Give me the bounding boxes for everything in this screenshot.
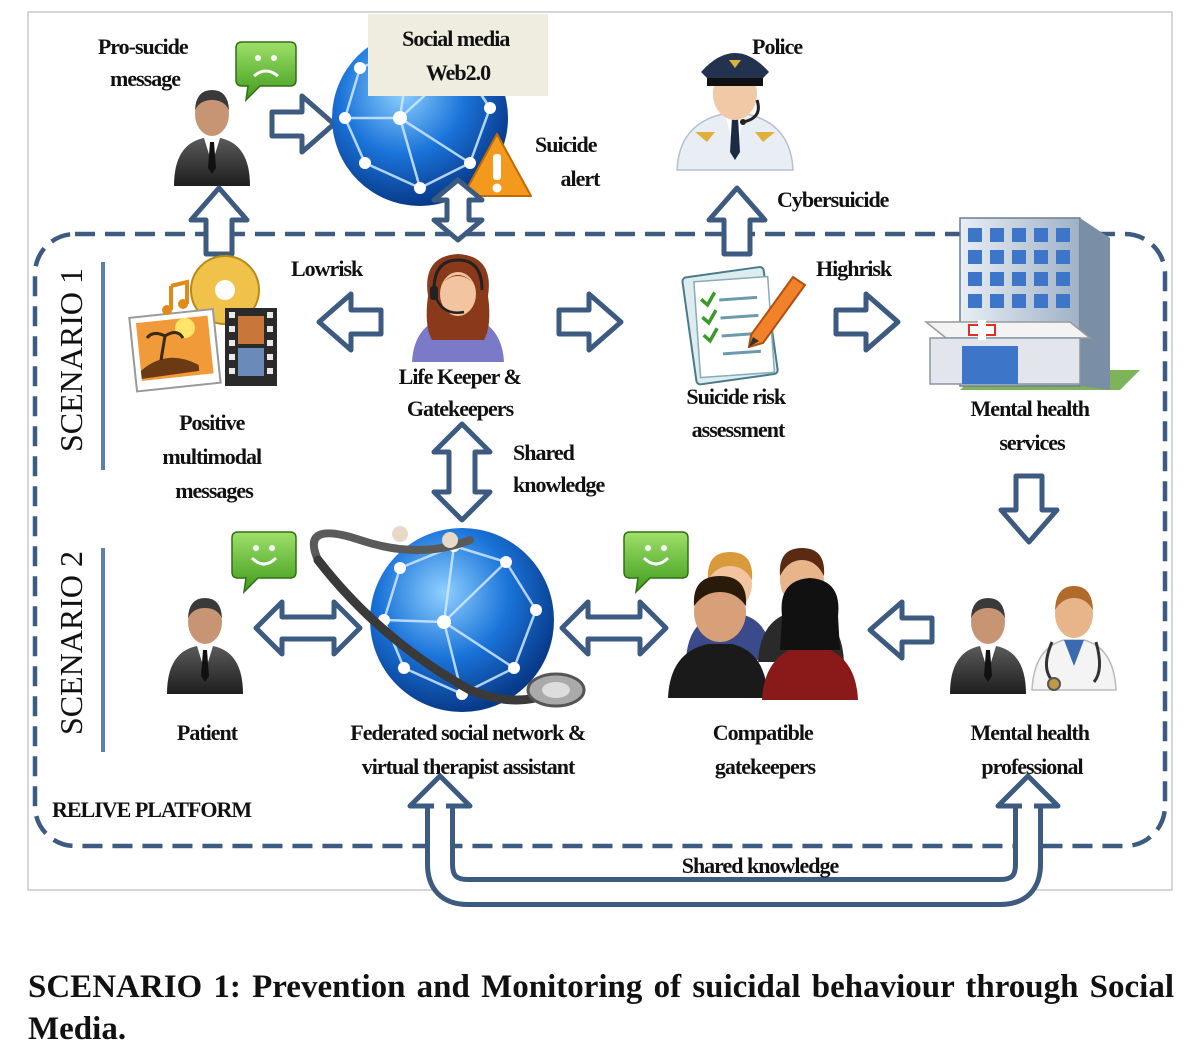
low-risk-label: Lowrisk [291, 256, 364, 281]
scenario1-label: SCENARIO 1 [53, 268, 89, 452]
life-keeper-label: Life Keeper & Gatekeepers [399, 364, 526, 421]
figure-caption: SCENARIO 1: Prevention and Monitoring of… [28, 969, 1174, 1047]
mental-health-services-label: Mental health services [971, 396, 1094, 455]
arrow-shared-knowledge-vertical [431, 421, 493, 523]
scenario2-label: SCENARIO 2 [53, 551, 89, 735]
arrow-services-to-professional [1001, 476, 1057, 542]
happy-message-icon [623, 531, 689, 595]
arrow-professional-to-gatekeepers [870, 602, 932, 658]
arrow-assessment-to-police [709, 188, 765, 254]
media-icon [128, 255, 277, 393]
arrow-to-risk-assessment [559, 294, 621, 350]
shared-knowledge-top-label: Shared knowledge [513, 440, 605, 497]
high-risk-label: Highrisk [816, 256, 893, 281]
platform-label: RELIVE PLATFORM [52, 797, 252, 822]
police-icon [676, 53, 794, 171]
checklist-icon [681, 266, 807, 386]
arrow-to-mental-health-services [836, 294, 898, 350]
stethoscope-icon [309, 526, 586, 708]
sad-message-icon [235, 41, 297, 103]
cybersuicide-label: Cybersuicide [777, 187, 890, 212]
operator-icon [412, 254, 504, 362]
patient-label: Patient [177, 720, 239, 745]
compatible-gatekeepers-label: Compatible gatekeepers [713, 720, 818, 779]
warning-icon [462, 133, 532, 197]
happy-message-icon [231, 531, 297, 595]
federated-network-label: Federated social network & virtual thera… [350, 720, 589, 779]
arrow-message-to-social [272, 96, 334, 152]
arrow-to-positive-messages [319, 294, 381, 350]
arrow-shared-knowledge-bottom [407, 773, 1061, 907]
group-icon [623, 531, 858, 700]
pro-suicide-label: Pro-sucide message [98, 34, 192, 91]
arrow-social-to-lifekeeper [431, 177, 485, 243]
hospital-icon [923, 217, 1140, 390]
professional-person-icon [950, 598, 1026, 694]
arrow-network-gatekeepers [562, 602, 666, 654]
police-label: Police [752, 34, 803, 59]
doctor-icon [1031, 586, 1117, 691]
mental-health-professional-label: Mental health professional [971, 720, 1094, 779]
positive-messages-label: Positive multimodal messages [162, 410, 265, 503]
risk-assessment-label: Suicide risk assessment [686, 384, 789, 442]
social-media-label: Social media Web2.0 [402, 26, 514, 85]
platform-boundary [32, 231, 1168, 849]
shared-knowledge-bottom-label: Shared knowledge [682, 853, 840, 878]
social-media-label-box [368, 14, 548, 96]
person-icon [174, 90, 250, 186]
arrow-to-person [191, 188, 247, 254]
patient-icon [167, 598, 243, 694]
suicide-alert-label: Suicide alert [535, 132, 601, 191]
arrow-patient-network [256, 602, 360, 654]
